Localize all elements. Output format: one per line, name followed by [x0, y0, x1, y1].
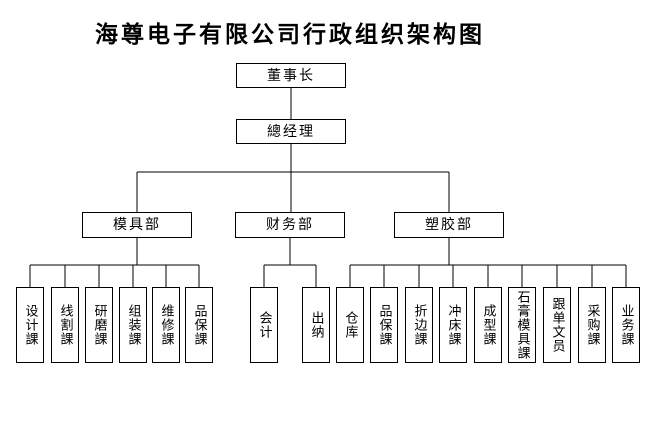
leaf-order-clerk: 跟单文员: [543, 287, 571, 363]
leaf-accounting: 会计: [250, 287, 278, 363]
leaf-maintenance-section: 维修課: [152, 287, 180, 363]
leaf-punch-press-section: 冲床課: [439, 287, 467, 363]
leaf-wire-cut-section: 线割課: [51, 287, 79, 363]
leaf-purchasing-section: 采购課: [578, 287, 606, 363]
leaf-folding-section: 折边課: [405, 287, 433, 363]
leaf-sales-section: 业务課: [612, 287, 640, 363]
leaf-qa-section-plastics: 品保課: [370, 287, 398, 363]
leaf-grinding-section: 研磨課: [85, 287, 113, 363]
leaf-cashier: 出纳: [302, 287, 330, 363]
box-general-manager: 總经理: [236, 119, 346, 144]
leaf-warehouse: 仓库: [336, 287, 364, 363]
chart-title: 海尊电子有限公司行政组织架构图: [95, 22, 485, 48]
box-chairman: 董事长: [236, 63, 346, 88]
box-dept-mold: 模具部: [82, 212, 192, 238]
box-dept-plastics: 塑胶部: [394, 212, 504, 238]
leaf-qa-section-mold: 品保課: [185, 287, 213, 363]
box-dept-finance: 财务部: [235, 212, 345, 238]
leaf-plaster-mold-section: 石膏模具課: [508, 287, 536, 363]
leaf-assembly-section: 组装課: [119, 287, 147, 363]
leaf-design-section: 设计課: [16, 287, 44, 363]
leaf-molding-section: 成型課: [474, 287, 502, 363]
